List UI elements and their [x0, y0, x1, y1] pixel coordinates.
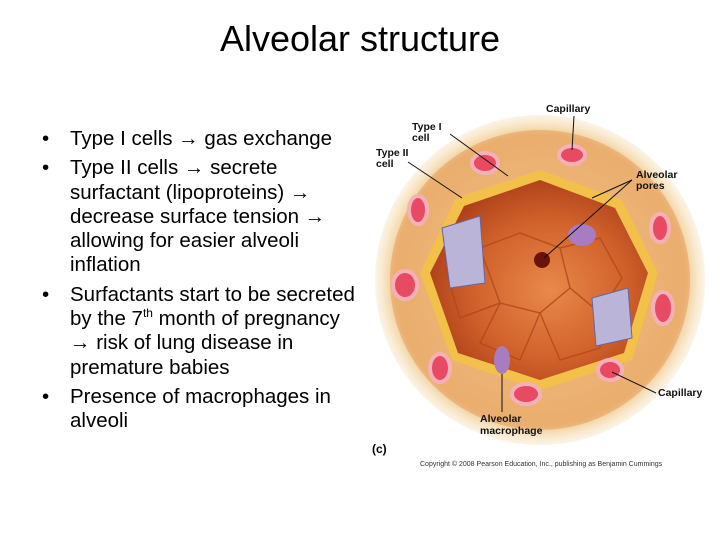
copyright-notice: Copyright © 2008 Pearson Education, Inc.…	[420, 461, 663, 468]
capillary-right-label: Capillary	[658, 387, 703, 399]
bullet-item: •Type I cells → gas exchange	[42, 127, 333, 150]
alveolus-diagram-icon	[375, 115, 705, 445]
bullet-dot: •	[42, 127, 50, 150]
alveolus-illustration: Capillary Type I cell Type II cell Alveo…	[360, 98, 710, 478]
bullet-item: •Type II cells → secrete surfactant (lip…	[42, 156, 326, 277]
type1-cell-label-2: cell	[412, 132, 430, 144]
bullet-dot: •	[42, 384, 50, 408]
bullet-dot: •	[42, 156, 50, 180]
bullet-item: •Presence of macrophages in alveoli	[42, 384, 331, 433]
type2-cell-label-2: cell	[376, 158, 394, 170]
bullet-item: •Surfactants start to be secreted by the…	[42, 282, 355, 379]
type1-cell-label-1: Type I	[412, 121, 442, 133]
alveolar-macrophage-label-2: macrophage	[480, 425, 543, 437]
bullet-list: •Type I cells → gas exchange •Type II ce…	[40, 127, 360, 439]
capillary-label: Capillary	[546, 103, 591, 115]
bullet-dot: •	[42, 282, 50, 306]
panel-label: (c)	[372, 442, 387, 456]
slide-title: Alveolar structure	[219, 18, 501, 59]
alveolar-pores-label-2: pores	[636, 180, 665, 192]
type2-cell-label-1: Type II	[376, 147, 409, 159]
alveolar-macrophage-label-1: Alveolar	[480, 413, 522, 425]
alveolar-pores-label-1: Alveolar	[636, 169, 678, 181]
